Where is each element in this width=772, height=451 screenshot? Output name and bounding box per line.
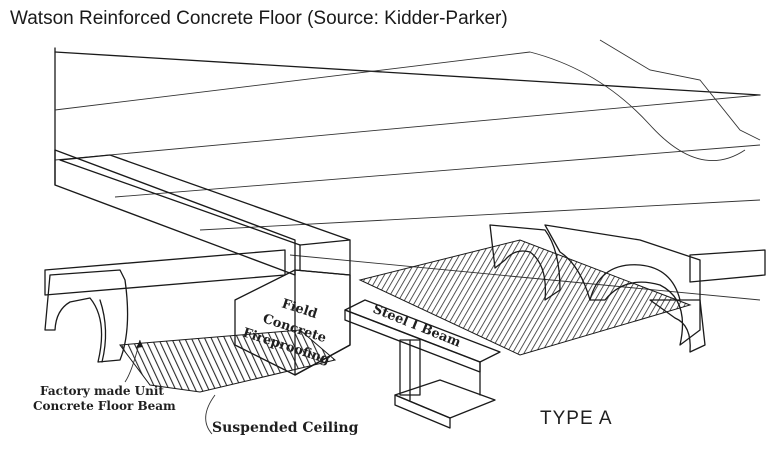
label-suspended-ceiling: Suspended Ceiling [212, 420, 359, 436]
field-concrete-fireproofing [59, 154, 351, 376]
right-concrete-beams [489, 224, 766, 353]
label-factory-line2: Concrete Floor Beam [33, 399, 176, 413]
floor-slab [45, 39, 761, 305]
factory-concrete-beam [44, 269, 129, 363]
steel-i-beam [344, 299, 501, 429]
figure-caption: Watson Reinforced Concrete Floor (Source… [10, 8, 508, 29]
label-type: TYPE A [540, 408, 613, 429]
suspended-ceiling-right [358, 239, 692, 356]
factory-beam-arrowhead [136, 340, 143, 348]
label-factory-line1: Factory made Unit [40, 384, 164, 398]
suspended-ceiling-left [119, 329, 337, 393]
ceiling-leader [205, 394, 216, 435]
